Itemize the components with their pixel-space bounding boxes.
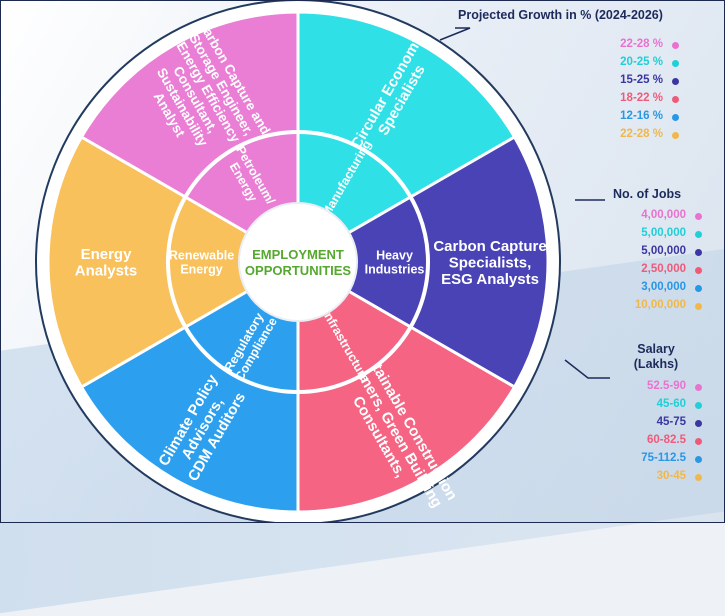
bullet-dot-icon	[695, 456, 702, 463]
bullet-dot-icon	[695, 213, 702, 220]
bullet-dot-icon	[672, 42, 679, 49]
panel-row: 10,00,000	[605, 299, 720, 317]
panel-value: 15-25 %	[620, 74, 663, 86]
panel-row: 4,00,000	[605, 209, 720, 227]
stats-panel: Salary(Lakhs) 52.5-90 45-60 45-75 60-82.5 75-…	[612, 342, 720, 494]
panel-title: Projected Growth in % (2024-2026)	[458, 8, 663, 22]
bullet-dot-icon	[695, 384, 702, 391]
connector-line	[439, 27, 471, 41]
outer-label-line: Analysts	[75, 263, 138, 280]
panel-value: 20-25 %	[620, 56, 663, 68]
bullet-dot-icon	[695, 267, 702, 274]
panel-value: 10,00,000	[634, 299, 686, 311]
panel-row: 22-28 %	[452, 38, 697, 56]
panel-row: 60-82.5	[612, 434, 720, 452]
panel-row: 2,50,000	[605, 263, 720, 281]
panel-value: 2,50,000	[641, 263, 686, 275]
panel-value: 3,00,000	[641, 281, 686, 293]
outer-label-line: Carbon Capture	[433, 238, 546, 255]
bullet-dot-icon	[695, 474, 702, 481]
panel-value: 12-16 %	[620, 110, 663, 122]
panel-row: 12-16 %	[452, 110, 697, 128]
panel-row: 52.5-90	[612, 380, 720, 398]
center-line: EMPLOYMENT	[252, 247, 344, 262]
panel-row: 22-28 %	[452, 128, 697, 146]
bullet-dot-icon	[672, 96, 679, 103]
panel-row: 30-45	[612, 470, 720, 488]
bullet-dot-icon	[672, 78, 679, 85]
bullet-dot-icon	[695, 303, 702, 310]
center-line: OPPORTUNITIES	[245, 263, 352, 278]
panel-row: 5,00,000	[605, 227, 720, 245]
bullet-dot-icon	[672, 60, 679, 67]
panel-row: 18-22 %	[452, 92, 697, 110]
stats-panel: Projected Growth in % (2024-2026) 22-28 %…	[452, 8, 697, 152]
panel-value: 45-60	[656, 398, 686, 410]
panel-title: (Lakhs)	[633, 357, 679, 371]
inner-label-line: Industries	[365, 262, 425, 276]
bullet-dot-icon	[672, 114, 679, 121]
panel-row: 45-60	[612, 398, 720, 416]
panel-value: 30-45	[656, 470, 686, 482]
bullet-dot-icon	[672, 132, 679, 139]
panel-value: 60-82.5	[646, 434, 686, 446]
inner-label-line: Heavy	[376, 248, 413, 262]
panel-value: 22-28 %	[620, 38, 663, 50]
bullet-dot-icon	[695, 249, 702, 256]
outer-label-line: ESG Analysts	[441, 271, 539, 288]
stats-panel: No. of Jobs 4,00,000 5,00,000 5,00,000 2,50,…	[605, 187, 720, 323]
panel-value: 4,00,000	[641, 209, 686, 221]
bullet-dot-icon	[695, 438, 702, 445]
panel-row: 20-25 %	[452, 56, 697, 74]
bullet-dot-icon	[695, 420, 702, 427]
panel-value: 52.5-90	[646, 380, 686, 392]
bullet-dot-icon	[695, 285, 702, 292]
panel-row: 5,00,000	[605, 245, 720, 263]
panel-value: 5,00,000	[641, 245, 686, 257]
bullet-dot-icon	[695, 402, 702, 409]
inner-label-line: Renewable	[169, 248, 234, 262]
ring-divider	[166, 130, 430, 394]
outer-label-line: Energy	[81, 246, 133, 263]
panel-row: 75-112.5	[612, 452, 720, 470]
panel-value: 75-112.5	[641, 452, 686, 464]
panel-value: 5,00,000	[641, 227, 686, 239]
bullet-dot-icon	[695, 231, 702, 238]
connector-line	[564, 359, 610, 379]
panel-row: 3,00,000	[605, 281, 720, 299]
panel-value: 22-28 %	[620, 128, 663, 140]
panel-row: 45-75	[612, 416, 720, 434]
panel-row: 15-25 %	[452, 74, 697, 92]
inner-label-line: Energy	[180, 262, 222, 276]
outer-label-line: Specialists,	[449, 254, 532, 271]
panel-value: 18-22 %	[620, 92, 663, 104]
panel-title: Salary	[637, 342, 675, 356]
panel-title: No. of Jobs	[613, 187, 682, 201]
panel-value: 45-75	[656, 416, 686, 428]
center-hub	[238, 202, 358, 322]
